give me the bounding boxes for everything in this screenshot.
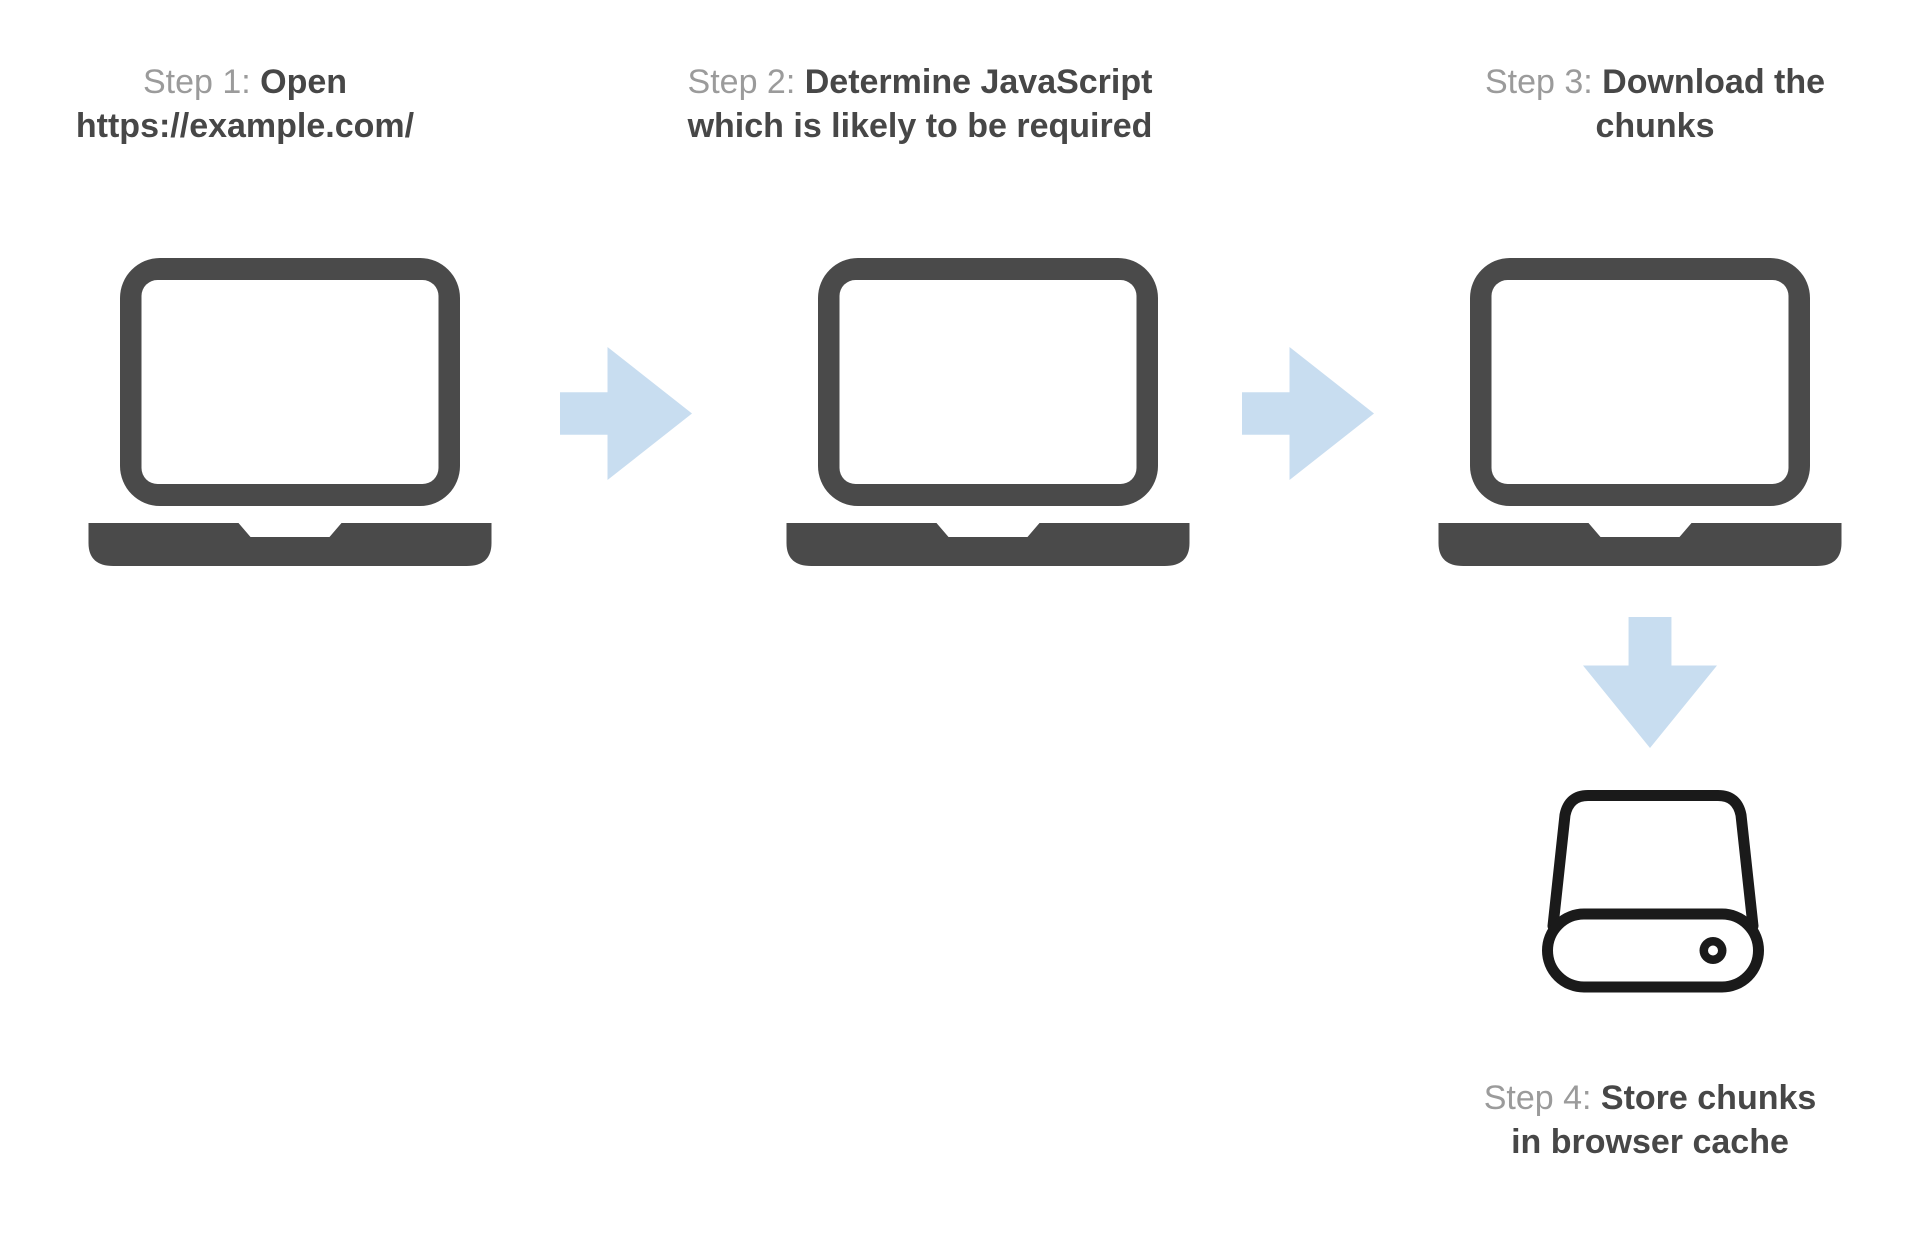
- step-1-title: Open: [260, 63, 348, 101]
- arrow-down-icon: [1583, 617, 1717, 748]
- step-1-caption-line1: Step 1: Open: [76, 60, 414, 104]
- laptop-icon: [1438, 258, 1842, 568]
- step-3-caption-line1: Step 3: Download the: [1485, 60, 1825, 104]
- step-2-caption-line1: Step 2: Determine JavaScript: [688, 60, 1153, 104]
- step-2-caption: Step 2: Determine JavaScript which is li…: [688, 60, 1153, 148]
- step-1-label: Step 1:: [142, 63, 251, 101]
- laptop-icon: [88, 258, 492, 568]
- step-2-title-line2: which is likely to be required: [687, 107, 1153, 145]
- arrow-right-icon: [560, 347, 692, 480]
- step-3-title-line2: chunks: [1595, 107, 1715, 145]
- step-2-label: Step 2:: [687, 63, 796, 101]
- step-1-caption: Step 1: Open https://example.com/: [76, 60, 414, 148]
- laptop-icon: [786, 258, 1190, 568]
- step-2-title: Determine JavaScript: [804, 63, 1153, 101]
- step-1-title-line2: https://example.com/: [75, 107, 415, 145]
- step-3-label: Step 3:: [1484, 63, 1593, 101]
- hard-drive-icon: [1542, 790, 1764, 998]
- step-4-caption: Step 4: Store chunks in browser cache: [1484, 1076, 1817, 1164]
- step-4-title-line2: in browser cache: [1511, 1123, 1789, 1161]
- step-4-caption-line1: Step 4: Store chunks: [1484, 1076, 1817, 1120]
- arrow-right-icon: [1242, 347, 1374, 480]
- step-3-title: Download the: [1602, 63, 1826, 101]
- step-4-title: Store chunks: [1600, 1079, 1817, 1117]
- step-4-label: Step 4:: [1483, 1079, 1592, 1117]
- step-3-caption: Step 3: Download the chunks: [1485, 60, 1825, 148]
